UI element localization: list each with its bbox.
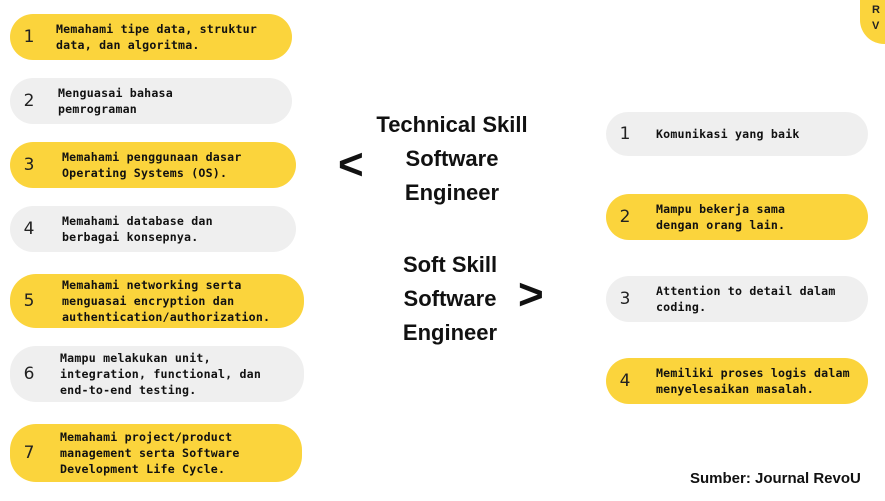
item-number: 5 [23,291,35,311]
item-number: 3 [619,289,631,309]
source-caption: Sumber: Journal RevoU [690,470,861,487]
technical-item-3: 3 Memahami penggunaan dasar Operating Sy… [10,142,296,188]
technical-item-6: 6 Mampu melakukan unit, integration, fun… [10,346,304,402]
item-number: 2 [23,91,35,111]
item-text: Memahami project/product management sert… [60,430,240,476]
item-number: 4 [619,371,631,391]
item-number: 3 [23,155,35,175]
soft-item-1: 1 Komunikasi yang baik [606,112,868,156]
soft-item-4: 4 Memiliki proses logis dalam menyelesai… [606,358,868,404]
arrow-left-icon: < [338,140,364,189]
item-text: Memiliki proses logis dalam menyelesaika… [656,366,850,396]
revou-logo: R V [860,0,885,44]
heading-line: Soft Skill [402,252,498,277]
item-text: Menguasai bahasa pemrograman [58,86,173,116]
arrow-right-icon: > [518,270,544,319]
item-text: Mampu melakukan unit, integration, funct… [60,351,262,397]
item-number: 1 [619,124,631,144]
item-number: 6 [23,364,35,384]
logo-letter-r: R [872,4,880,16]
item-number: 4 [23,219,35,239]
heading-line: Software [403,286,497,311]
heading-line: Engineer [404,180,500,205]
item-text: Memahami tipe data, struktur data, dan a… [56,22,258,52]
item-text: Attention to detail dalam coding. [656,284,836,314]
item-text: Komunikasi yang baik [656,127,800,141]
heading-line: Technical Skill [376,112,528,137]
item-number: 7 [23,443,35,463]
heading-line: Engineer [402,320,498,345]
soft-item-2: 2 Mampu bekerja sama dengan orang lain. [606,194,868,240]
item-text: Mampu bekerja sama dengan orang lain. [656,202,786,232]
heading-line: Software [405,146,499,171]
soft-item-3: 3 Attention to detail dalam coding. [606,276,868,322]
item-number: 1 [23,27,35,47]
item-number: 2 [619,207,631,227]
technical-item-1: 1 Memahami tipe data, struktur data, dan… [10,14,292,60]
technical-item-2: 2 Menguasai bahasa pemrograman [10,78,292,124]
item-text: Memahami networking serta menguasai encr… [62,278,271,324]
item-text: Memahami database dan berbagai konsepnya… [62,214,213,244]
technical-item-7: 7 Memahami project/product management se… [10,424,302,482]
item-text: Memahami penggunaan dasar Operating Syst… [62,150,242,180]
technical-skill-heading: Technical Skill Software Engineer [360,108,544,210]
technical-item-5: 5 Memahami networking serta menguasai en… [10,274,304,328]
soft-skill-heading: Soft Skill Software Engineer [370,248,530,350]
technical-item-4: 4 Memahami database dan berbagai konsepn… [10,206,296,252]
logo-letter-v: V [872,20,880,32]
